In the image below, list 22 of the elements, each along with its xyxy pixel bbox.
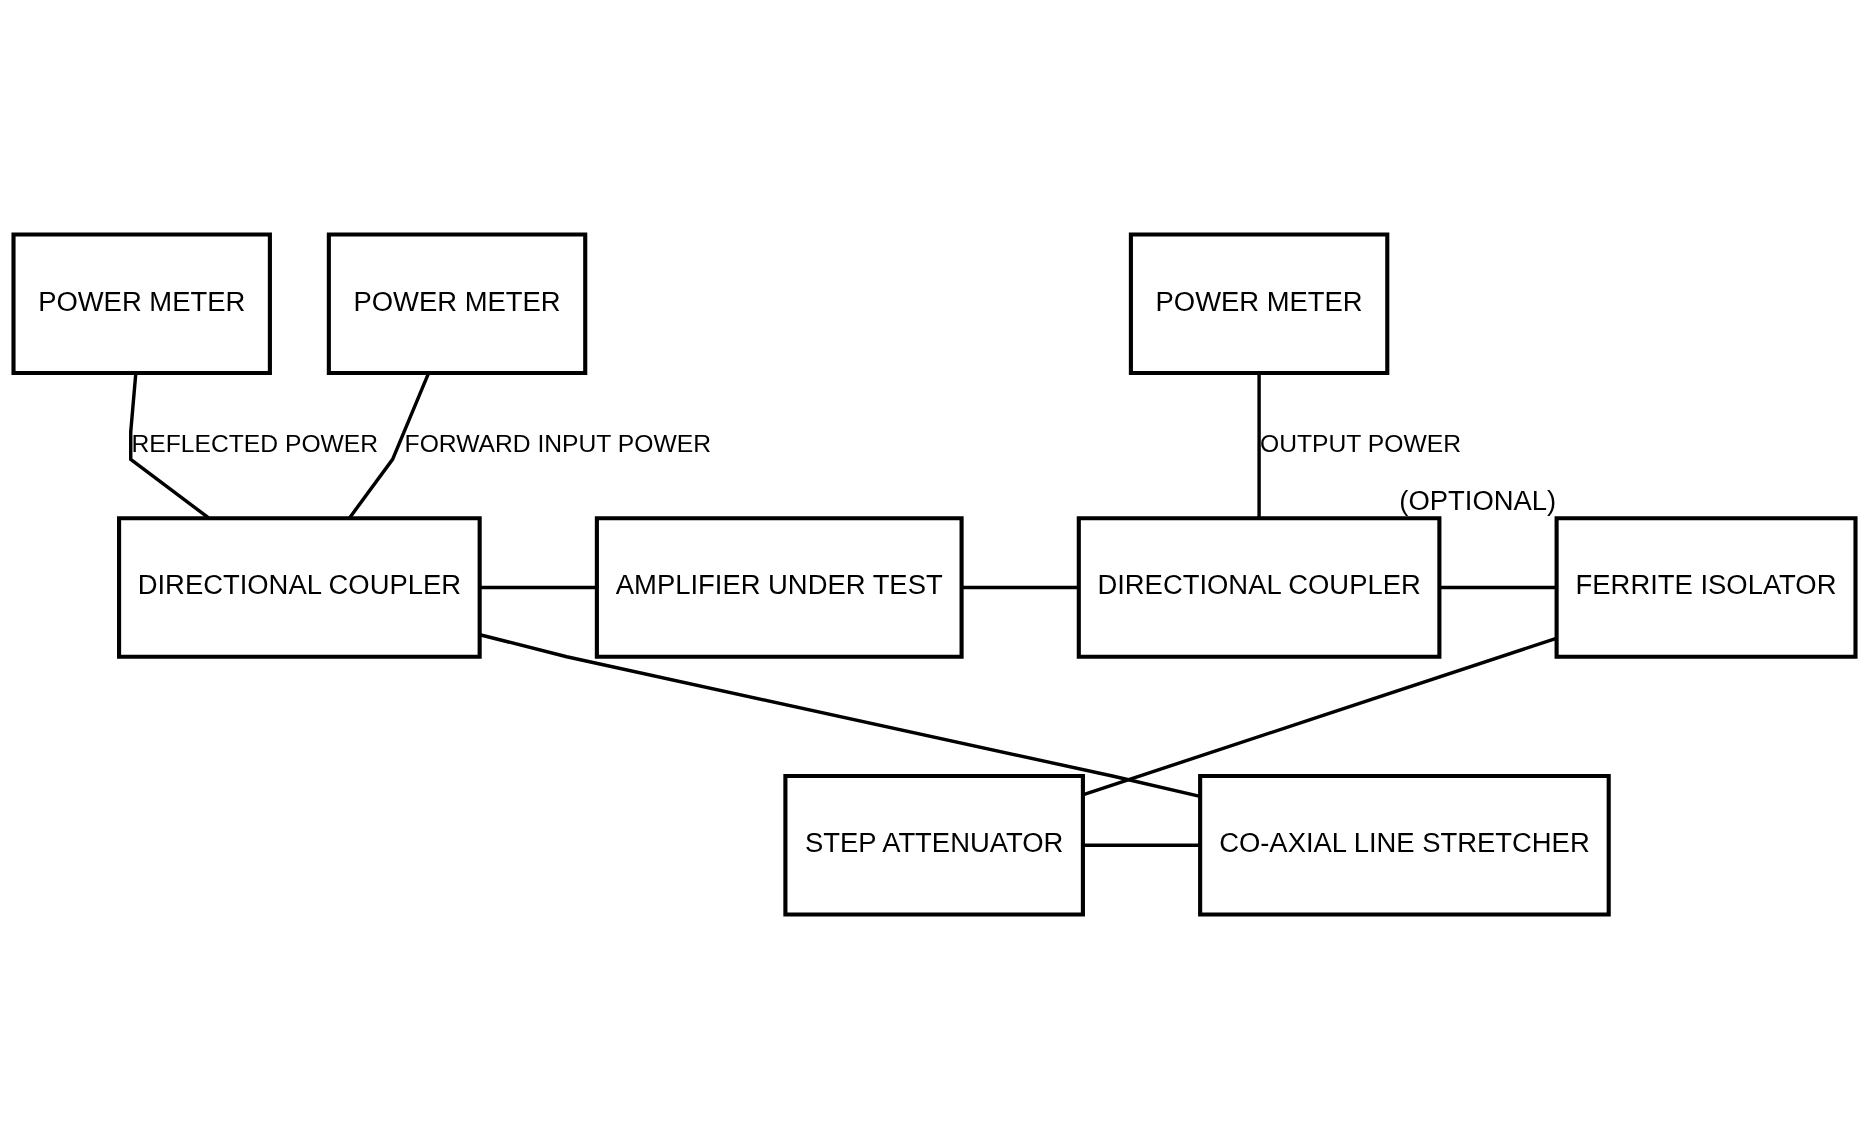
node-box: STEP ATTENUATOR	[783, 773, 1085, 917]
node-label: (OPTIONAL)	[1399, 484, 1557, 516]
edge-label: OUTPUT POWER	[1260, 429, 1462, 457]
edge-label: FORWARD INPUT POWER	[404, 429, 711, 457]
node-box: POWER METER	[11, 231, 272, 375]
connector	[1257, 372, 1261, 518]
connector	[479, 632, 1201, 798]
connector	[129, 372, 210, 519]
node-box: AMPLIFIER UNDER TEST	[594, 515, 964, 659]
node-box: DIRECTIONAL COUPLER	[117, 515, 482, 659]
node-box: CO-AXIAL LINE STRETCHER	[1198, 773, 1611, 917]
connector	[1082, 843, 1200, 847]
edge-label: REFLECTED POWER	[131, 429, 379, 457]
connector	[348, 372, 431, 519]
connector	[1082, 636, 1557, 796]
connector	[962, 585, 1079, 589]
connector	[1439, 585, 1557, 589]
node-box: POWER METER	[326, 231, 588, 375]
connector	[480, 585, 597, 589]
node-box: DIRECTIONAL COUPLER	[1076, 515, 1442, 659]
node-box: FERRITE ISOLATOR	[1554, 515, 1858, 659]
node-box: POWER METER	[1128, 231, 1390, 375]
